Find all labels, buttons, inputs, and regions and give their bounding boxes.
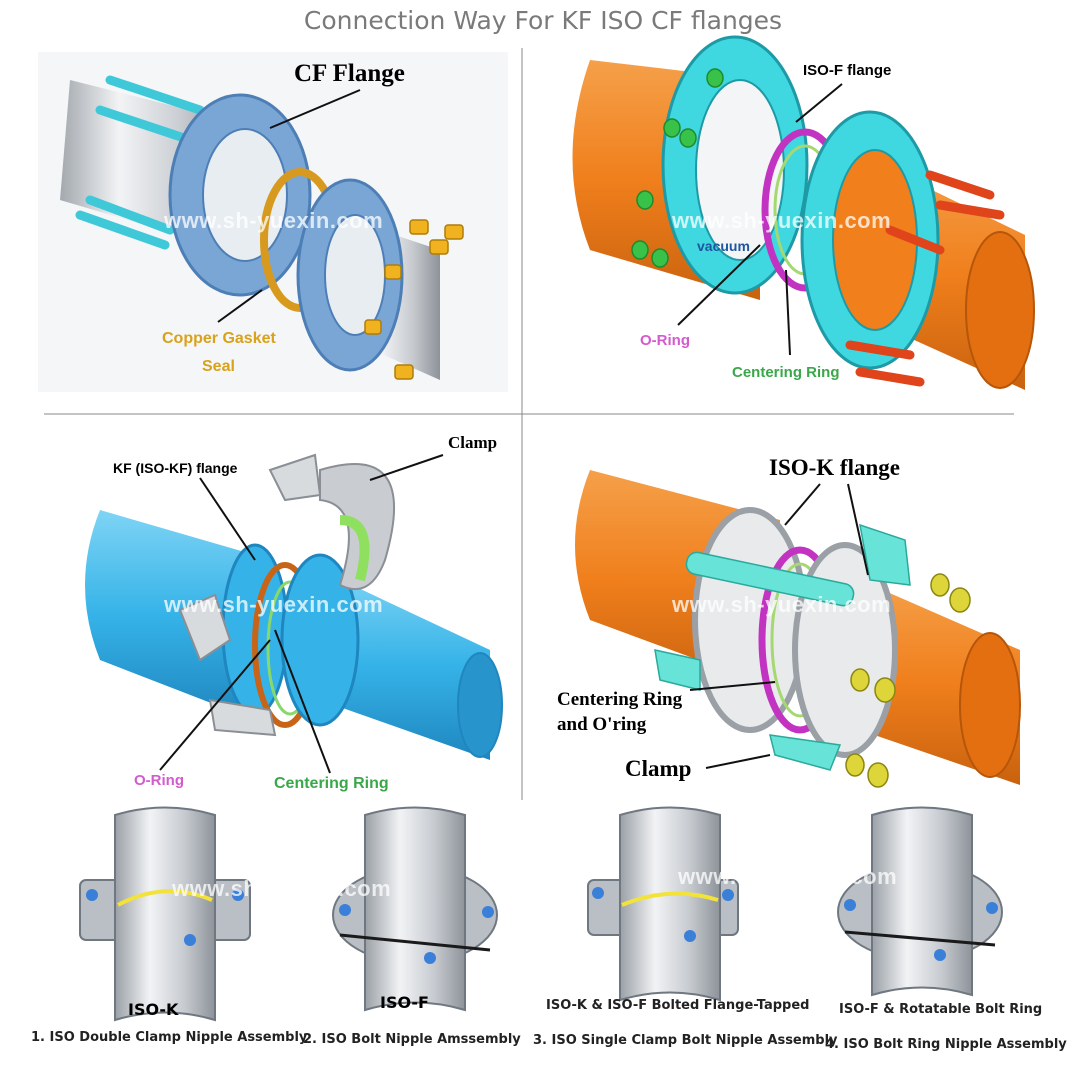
- vacuum-logo-text: vacuum: [697, 238, 750, 254]
- kf-flange-label: KF (ISO-KF) flange: [113, 460, 238, 476]
- isok-centering-ring-label: Centering Ring: [557, 689, 683, 710]
- watermark: www.sh-yuexin.com: [164, 208, 384, 233]
- assembly-4-caption: 4. ISO Bolt Ring Nipple Assembly: [825, 1037, 1067, 1052]
- isok-flange-diagram: [575, 470, 1021, 788]
- copper-gasket-label: Copper Gasket: [162, 330, 276, 347]
- page-title: Connection Way For KF ISO CF flanges: [303, 6, 783, 35]
- kf-oring-label: O-Ring: [134, 772, 184, 789]
- isok-oring-label: and O'ring: [557, 714, 647, 735]
- watermark: www.sh-yuexin.com: [672, 208, 892, 233]
- cf-flange-diagram: [38, 52, 508, 392]
- assembly-1-tag: ISO-K: [128, 1000, 179, 1019]
- assembly-3-diagram: [587, 806, 739, 1002]
- assembly-2-tag: ISO-F: [380, 993, 429, 1012]
- watermark: www.sh-yuexin.com: [678, 864, 898, 889]
- isok-clamp-label: Clamp: [625, 756, 692, 781]
- isof-centering-ring-label: Centering Ring: [732, 364, 840, 381]
- watermark: www.sh-yuexin.com: [164, 592, 384, 617]
- copper-gasket-seal-label: Seal: [202, 358, 235, 375]
- assembly-2-caption: 2. ISO Bolt Nipple Amssembly: [303, 1032, 521, 1047]
- kf-clamp-label: Clamp: [448, 433, 498, 452]
- assembly-1-caption: 1. ISO Double Clamp Nipple Assembly: [31, 1030, 308, 1045]
- isof-flange-label: ISO-F flange: [803, 62, 892, 79]
- isof-flange-diagram: [572, 35, 1035, 390]
- assembly-4-diagram: [837, 806, 1003, 997]
- kf-flange-diagram: [85, 453, 503, 760]
- cf-flange-label: CF Flange: [294, 60, 405, 87]
- watermark: www.sh-yuexin.com: [672, 592, 892, 617]
- kf-centering-ring-label: Centering Ring: [274, 775, 389, 792]
- isok-flange-label: ISO-K flange: [769, 455, 900, 480]
- assembly-3-tag: ISO-K & ISO-F Bolted Flange-Tapped: [546, 998, 810, 1013]
- assembly-1-diagram: [79, 806, 251, 1022]
- isof-oring-label: O-Ring: [640, 332, 690, 349]
- assembly-3-caption: 3. ISO Single Clamp Bolt Nipple Assembly: [533, 1033, 838, 1048]
- assembly-2-diagram: [332, 806, 498, 1012]
- watermark: www.sh-yuexin.com: [172, 876, 392, 901]
- assembly-4-tag: ISO-F & Rotatable Bolt Ring: [839, 1002, 1043, 1017]
